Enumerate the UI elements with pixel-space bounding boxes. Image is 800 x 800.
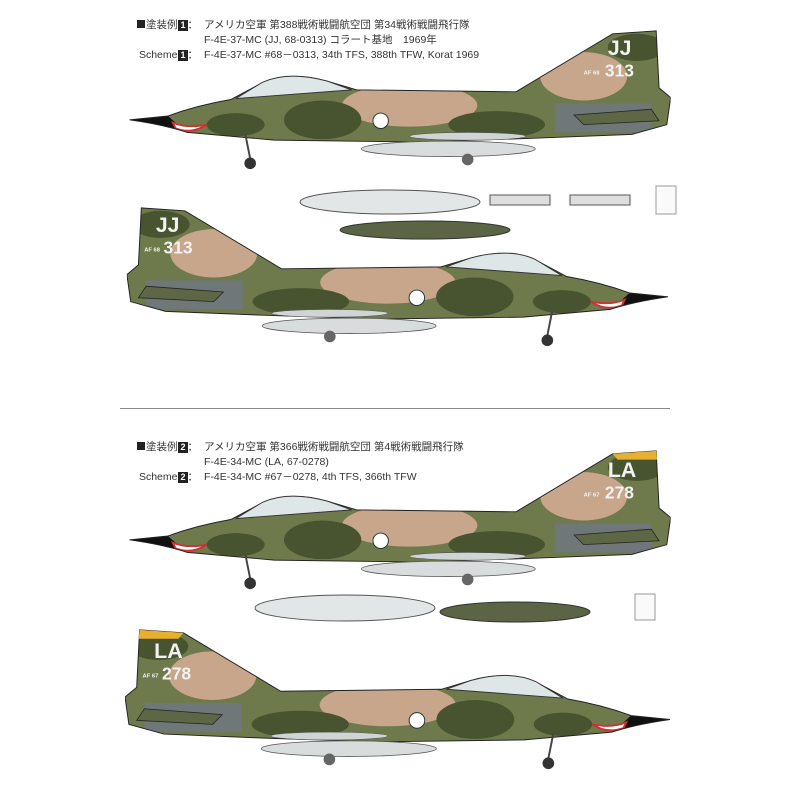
tail-code: JJ xyxy=(156,213,180,237)
tail-code: LA xyxy=(608,458,636,482)
scheme-2-aircraft-jp: F-4E-34-MC (LA, 67-0278) xyxy=(204,456,329,468)
decal-sheet xyxy=(634,593,656,621)
scheme-1-left-profile: JJ AF 68 313 xyxy=(125,28,675,173)
scheme-1-right-profile: JJ AF 68 313 xyxy=(125,205,670,350)
scheme-2-right-profile: LA AF 67 278 xyxy=(125,625,670,775)
section-divider xyxy=(120,408,670,409)
tail-number: 313 xyxy=(164,237,193,257)
pylon xyxy=(569,194,631,206)
tail-prefix: AF 68 xyxy=(144,247,161,253)
drop-tank xyxy=(339,220,511,240)
tail-prefix: AF 68 xyxy=(584,70,601,76)
tail-number: 313 xyxy=(605,60,634,80)
tail-code: JJ xyxy=(608,36,632,60)
tail-number: 278 xyxy=(605,482,634,502)
scheme-1-stores xyxy=(299,185,677,240)
scheme-2-left-profile: LA AF 67 278 xyxy=(125,448,675,593)
scheme-1-unit-jp: アメリカ空軍 第388戦術戦闘航空団 第34戦術戦闘飛行隊 xyxy=(204,19,470,31)
pylon xyxy=(489,194,551,206)
scheme-2-unit-jp: アメリカ空軍 第366戦術戦闘航空団 第4戦術戦闘飛行隊 xyxy=(204,441,464,453)
drop-tank xyxy=(439,601,591,623)
scheme-2-description-en: F-4E-34-MC #67－0278, 4th TFS, 366th TFW xyxy=(204,471,417,483)
scheme-1-aircraft-jp: F-4E-37-MC (JJ, 68-0313) コラート基地 1969年 xyxy=(204,34,437,46)
drop-tank xyxy=(299,189,481,215)
tail-number: 278 xyxy=(162,664,191,684)
scheme-1-description-en: F-4E-37-MC #68－0313, 34th TFS, 388th TFW… xyxy=(204,49,480,61)
tail-code: LA xyxy=(154,639,183,663)
decal-sheet xyxy=(655,185,677,215)
tail-prefix: AF 67 xyxy=(584,492,600,498)
tail-prefix: AF 67 xyxy=(143,674,159,680)
scheme-2-stores xyxy=(254,593,656,623)
drop-tank xyxy=(254,594,436,622)
